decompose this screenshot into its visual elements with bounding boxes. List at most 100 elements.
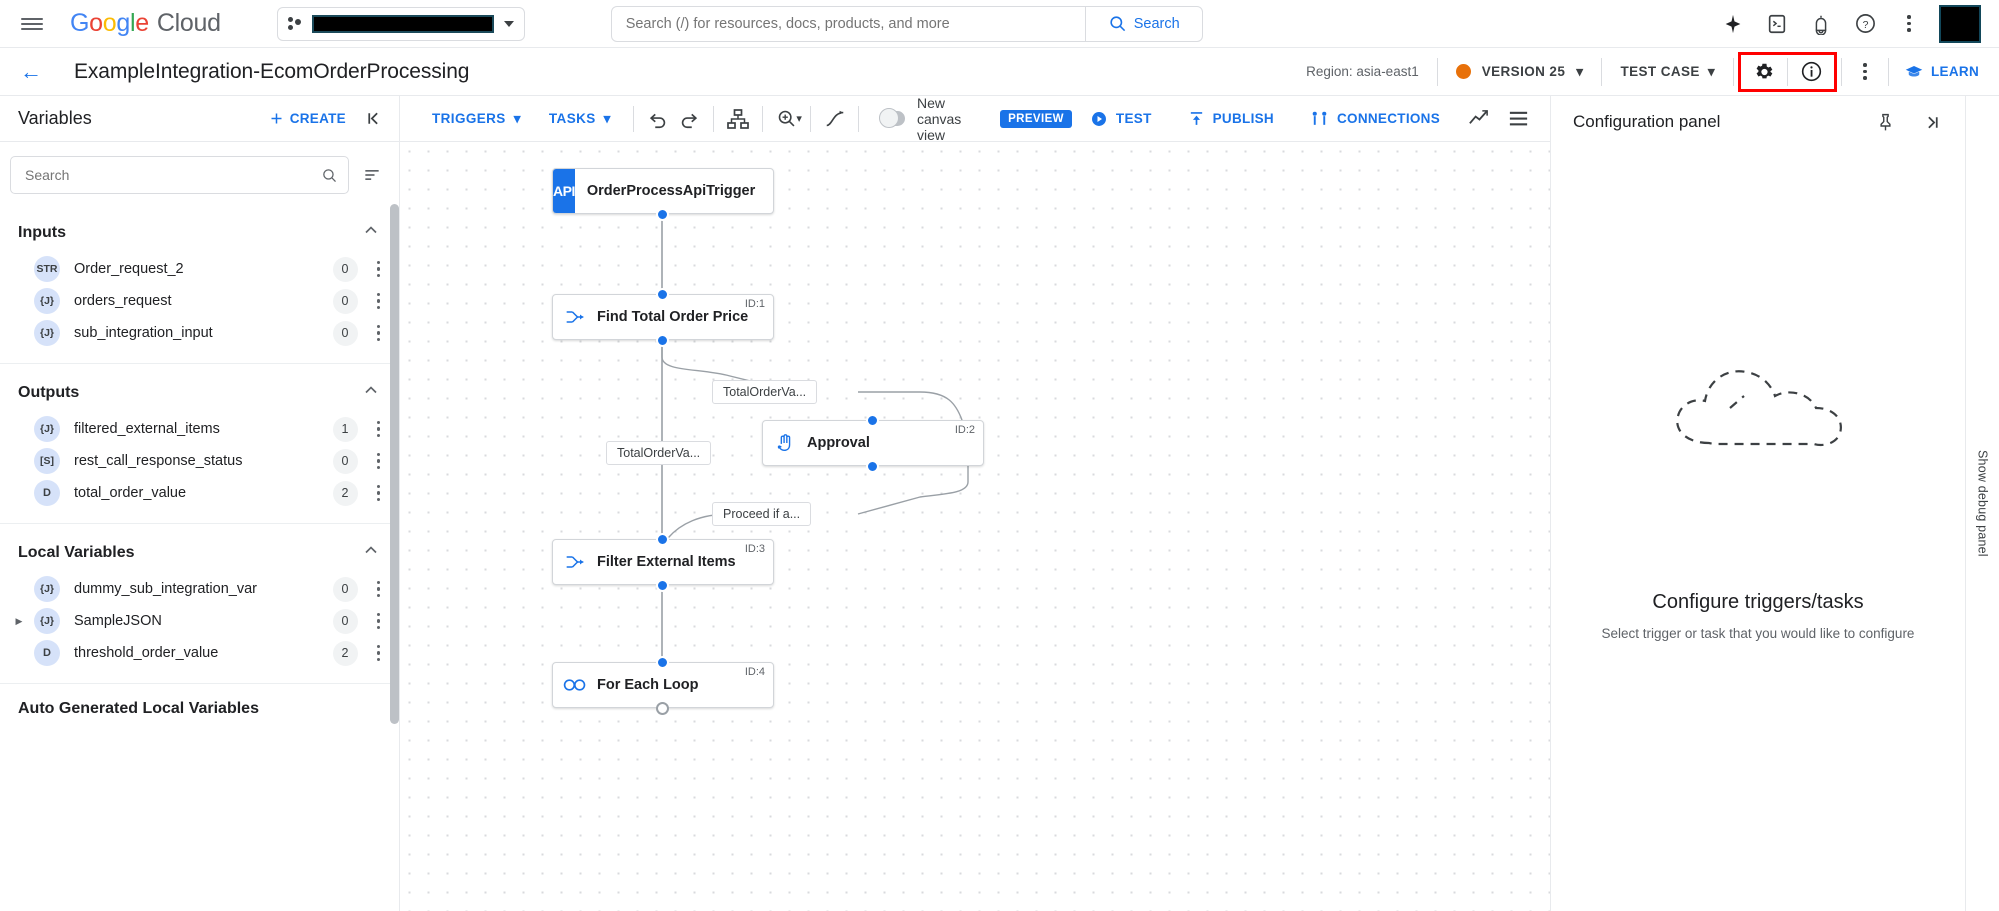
zoom-icon[interactable] [771, 99, 803, 139]
variable-row[interactable]: {J} sub_integration_input 0 [0, 317, 399, 349]
redo-icon[interactable] [673, 99, 705, 139]
chevron-down-icon[interactable]: ▾ [796, 113, 802, 125]
test-case-selector[interactable]: TEST CASE ▾ [1602, 64, 1733, 80]
hamburger-icon[interactable] [8, 0, 56, 48]
back-button[interactable]: ← [20, 58, 42, 84]
variable-row[interactable]: {J} dummy_sub_integration_var 0 [0, 573, 399, 605]
cloud-shell-icon[interactable] [1757, 4, 1797, 44]
edge-style-icon[interactable] [819, 99, 851, 139]
new-canvas-view-toggle[interactable] [879, 108, 905, 128]
chevron-up-icon[interactable] [361, 380, 381, 405]
edge-label[interactable]: TotalOrderVa... [712, 380, 818, 404]
pin-icon[interactable] [1865, 102, 1905, 142]
edge-label[interactable]: Proceed if a... [712, 502, 812, 526]
variable-row[interactable]: {J} orders_request 0 [0, 285, 399, 317]
variable-row[interactable]: [S] rest_call_response_status 0 [0, 445, 399, 477]
variable-menu-icon[interactable] [372, 641, 386, 666]
node-port[interactable] [656, 334, 669, 347]
variable-row[interactable]: D total_order_value 2 [0, 477, 399, 509]
analytics-chart-icon[interactable] [1458, 99, 1498, 139]
global-search[interactable]: Search [610, 5, 1203, 42]
overflow-kebab-icon[interactable] [1842, 52, 1888, 92]
flow-node-task-2[interactable]: Approval ID:2 [762, 420, 984, 466]
publish-icon [1190, 112, 1202, 125]
node-label: Find Total Order Price [597, 309, 749, 325]
info-circle-icon[interactable] [1788, 52, 1834, 92]
variable-menu-icon[interactable] [372, 609, 386, 634]
integration-canvas[interactable]: API OrderProcessApiTrigger [400, 142, 1550, 911]
sidebar-scrollbar[interactable] [390, 204, 399, 724]
project-picker[interactable] [276, 6, 525, 41]
auto-layout-icon[interactable] [722, 99, 754, 139]
chevron-down-icon: ▾ [603, 110, 611, 126]
search-variables-field[interactable] [10, 156, 349, 194]
expand-panel-icon[interactable] [1911, 102, 1951, 142]
section-title: Inputs [18, 223, 66, 241]
variable-count: 0 [332, 608, 358, 634]
list-view-icon[interactable] [1498, 99, 1538, 139]
section-header[interactable]: Local Variables [0, 524, 399, 573]
publish-button[interactable]: PUBLISH [1170, 110, 1292, 127]
version-selector[interactable]: VERSION 25 ▾ [1438, 64, 1602, 80]
page-title: ExampleIntegration-EcomOrderProcessing [74, 59, 470, 83]
empty-state-subtitle: Select trigger or task that you would li… [1601, 626, 1915, 641]
show-debug-panel-rail[interactable]: Show debug panel [1965, 96, 1999, 911]
variable-row[interactable]: ▶ {J} SampleJSON 0 [0, 605, 399, 637]
triggers-menu[interactable]: TRIGGERS ▾ [418, 111, 535, 127]
section-header[interactable]: Inputs [0, 204, 399, 253]
variable-row[interactable]: {J} filtered_external_items 1 [0, 413, 399, 445]
account-avatar[interactable] [1939, 4, 1981, 43]
node-port[interactable] [866, 414, 879, 427]
section-header[interactable]: Auto Generated Local Variables [0, 684, 399, 726]
variable-menu-icon[interactable] [372, 417, 386, 442]
chevron-up-icon[interactable] [361, 220, 381, 245]
undo-icon[interactable] [642, 99, 674, 139]
variable-name: threshold_order_value [74, 645, 219, 661]
learn-button[interactable]: LEARN [1889, 63, 1999, 81]
node-port[interactable] [656, 702, 669, 715]
header-actions: ? [1713, 4, 1991, 44]
search-input[interactable] [25, 167, 321, 183]
test-button[interactable]: TEST [1072, 110, 1170, 128]
node-port[interactable] [866, 460, 879, 473]
search-button[interactable]: Search [1084, 6, 1202, 41]
gear-icon[interactable] [1741, 52, 1787, 92]
variables-list[interactable]: Inputs STR Order_request_2 0 [0, 204, 399, 911]
canvas-toolbar: TRIGGERS ▾ TASKS ▾ [400, 95, 1550, 143]
collapse-left-icon[interactable] [364, 108, 385, 129]
node-port[interactable] [656, 533, 669, 546]
edge-label[interactable]: TotalOrderVa... [606, 441, 712, 465]
variable-type-badge: D [34, 640, 60, 666]
gemini-sparkle-icon[interactable] [1713, 4, 1753, 44]
help-question-icon[interactable]: ? [1845, 4, 1885, 44]
variable-menu-icon[interactable] [372, 449, 386, 474]
variable-menu-icon[interactable] [372, 481, 386, 506]
node-port[interactable] [656, 656, 669, 669]
variable-menu-icon[interactable] [372, 289, 386, 314]
node-port[interactable] [656, 579, 669, 592]
variable-row[interactable]: STR Order_request_2 0 [0, 253, 399, 285]
variable-menu-icon[interactable] [372, 257, 386, 282]
search-input[interactable] [611, 15, 1085, 32]
chevron-up-icon[interactable] [361, 540, 381, 565]
expand-variable-icon[interactable]: ▶ [15, 615, 23, 626]
node-port[interactable] [656, 288, 669, 301]
connections-button[interactable]: CONNECTIONS [1292, 109, 1458, 128]
variable-menu-icon[interactable] [372, 321, 386, 346]
flow-node-trigger[interactable]: API OrderProcessApiTrigger [552, 168, 774, 214]
sort-icon[interactable] [359, 162, 385, 188]
create-variable-button[interactable]: CREATE [269, 111, 346, 126]
canvas-surface[interactable]: API OrderProcessApiTrigger [400, 142, 1550, 911]
divider [761, 105, 763, 132]
flow-node-task-1[interactable]: Find Total Order Price ID:1 [552, 294, 774, 340]
variable-type-badge: STR [34, 256, 60, 282]
section-header[interactable]: Outputs [0, 364, 399, 413]
variable-row[interactable]: D threshold_order_value 2 [0, 637, 399, 669]
notifications-bell-icon[interactable] [1801, 4, 1841, 44]
flow-node-task-3[interactable]: Filter External Items ID:3 [552, 539, 774, 585]
overflow-kebab-icon[interactable] [1889, 4, 1929, 44]
tasks-menu[interactable]: TASKS ▾ [535, 111, 625, 127]
node-port[interactable] [656, 208, 669, 221]
variable-menu-icon[interactable] [372, 577, 386, 602]
